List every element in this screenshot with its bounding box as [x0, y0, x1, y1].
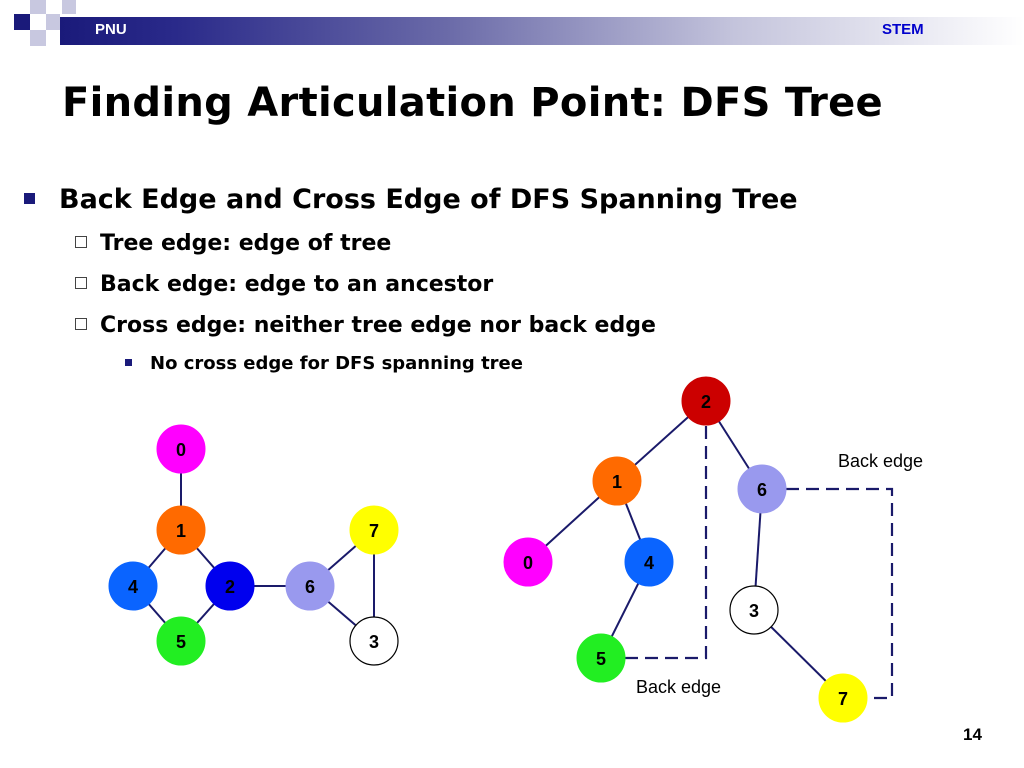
node-label: 4: [128, 577, 138, 597]
left-graph-node: 1: [156, 505, 206, 555]
right-tree-node: 3: [729, 585, 779, 635]
right-tree-node: 0: [503, 537, 553, 587]
left-graph-node: 2: [205, 561, 255, 611]
subsub-bullet-text: No cross edge for DFS spanning tree: [150, 353, 523, 374]
header-right-label: STEM: [882, 21, 924, 38]
main-bullet: Back Edge and Cross Edge of DFS Spanning…: [24, 184, 798, 215]
right-tree-node: 1: [592, 456, 642, 506]
node-label: 7: [369, 521, 379, 541]
left-graph-node: 5: [156, 616, 206, 666]
node-label: 1: [176, 521, 186, 541]
back-edge-label: Back edge: [838, 451, 923, 471]
subsub-bullet: No cross edge for DFS spanning tree: [125, 353, 523, 374]
right-tree-edges: [527, 400, 844, 699]
left-graph-node: 3: [349, 616, 399, 666]
sub-bullet-text: Tree edge: edge of tree: [100, 231, 392, 256]
node-label: 5: [596, 649, 606, 669]
back-edge-7-6: [786, 487, 894, 700]
node-label: 1: [612, 472, 622, 492]
slide-title: Finding Articulation Point: DFS Tree: [62, 80, 883, 126]
sub-bullet: Cross edge: neither tree edge nor back e…: [75, 313, 656, 338]
node-label: 7: [838, 689, 848, 709]
header-band: [60, 17, 1024, 45]
node-label: 4: [644, 553, 654, 573]
node-label: 6: [757, 480, 767, 500]
hollow-square-bullet-icon: [75, 318, 87, 330]
left-graph-node: 4: [108, 561, 158, 611]
left-graph-node: 7: [349, 505, 399, 555]
right-tree-node: 4: [624, 537, 674, 587]
node-label: 6: [305, 577, 315, 597]
header-square-4: [30, 30, 46, 46]
header-square-2: [30, 0, 46, 14]
node-label: 3: [749, 601, 759, 621]
node-label: 0: [523, 553, 533, 573]
right-tree-node: 2: [681, 376, 731, 426]
page-number: 14: [963, 725, 982, 744]
sub-bullet: Back edge: edge to an ancestor: [75, 272, 493, 297]
right-tree-node: 7: [818, 673, 868, 723]
hollow-square-bullet-icon: [75, 236, 87, 248]
node-label: 2: [701, 392, 711, 412]
hollow-square-bullet-icon: [75, 277, 87, 289]
node-label: 0: [176, 440, 186, 460]
right-tree-node: 5: [576, 633, 626, 683]
sub-bullet-text: Back edge: edge to an ancestor: [100, 272, 494, 297]
right-tree-node: 6: [737, 464, 787, 514]
square-bullet-icon: [24, 193, 35, 204]
header-square-1: [14, 14, 30, 30]
sub-bullet: Tree edge: edge of tree: [75, 231, 391, 256]
sub-bullet-text: Cross edge: neither tree edge nor back e…: [100, 313, 656, 338]
node-label: 2: [225, 577, 235, 597]
square-bullet-icon: [125, 359, 132, 366]
main-bullet-text: Back Edge and Cross Edge of DFS Spanning…: [59, 184, 798, 215]
back-edge-label: Back edge: [636, 677, 721, 697]
node-label: 5: [176, 632, 186, 652]
back-edge-5-2: [625, 425, 708, 660]
node-label: 3: [369, 632, 379, 652]
header-left-label: PNU: [95, 21, 127, 38]
back-edges: [625, 425, 894, 700]
header-square-5: [62, 0, 76, 14]
left-graph-node: 6: [285, 561, 335, 611]
left-graph-node: 0: [156, 424, 206, 474]
header-square-3: [46, 14, 60, 30]
